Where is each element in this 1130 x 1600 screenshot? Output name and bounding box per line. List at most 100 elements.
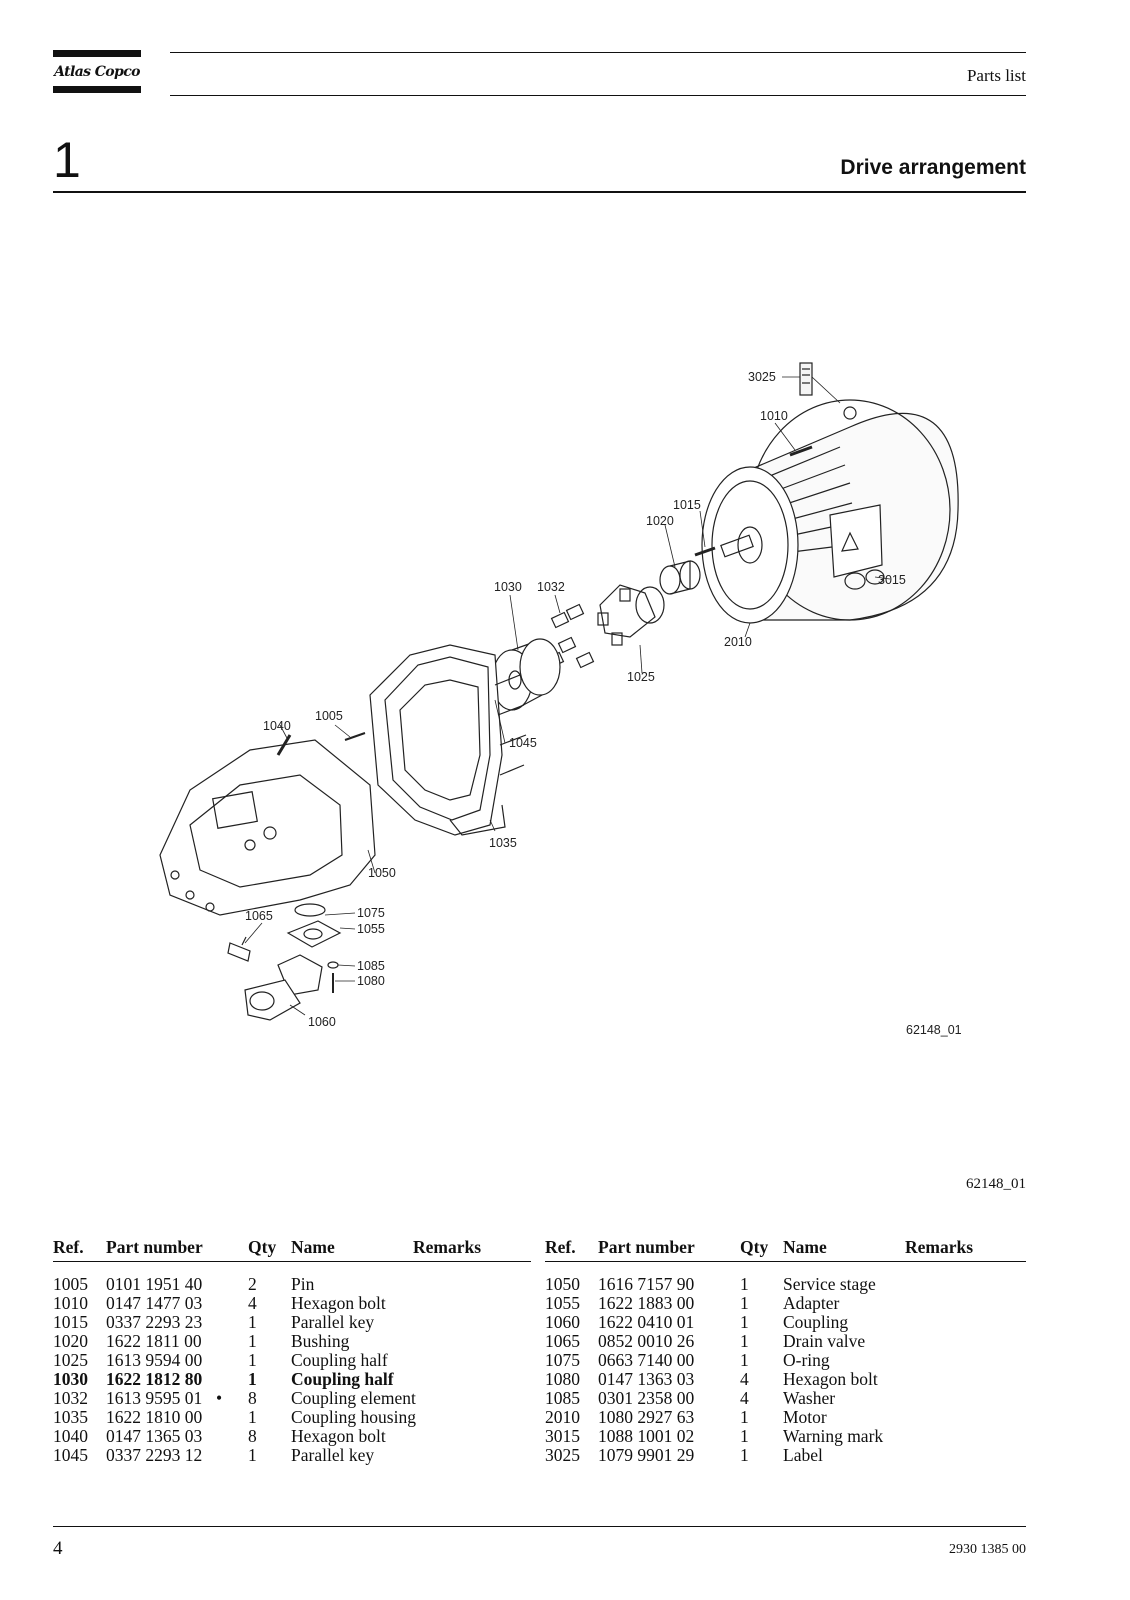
row-qty: 1 [740,1445,749,1465]
callout-1030: 1030 [494,580,522,594]
callout-1040: 1040 [263,719,291,733]
row-qty: 1 [248,1445,257,1465]
row-name: Parallel key [291,1312,375,1332]
row-part-number: 0147 1477 03 [106,1293,203,1313]
row-name: O-ring [783,1350,830,1370]
callout-1080: 1080 [357,974,385,988]
row-ref: 2010 [545,1407,580,1427]
header-rule-top [170,52,1026,53]
row-ref: 1005 [53,1274,88,1294]
row-part-number: 0663 7140 00 [598,1350,695,1370]
callout-1010: 1010 [760,409,788,423]
row-qty: 1 [248,1407,257,1427]
row-part-number: 1622 0410 01 [598,1312,695,1332]
row-qty: 4 [740,1369,749,1389]
callout-1055: 1055 [357,922,385,936]
row-name: Bushing [291,1331,350,1351]
row-qty: 1 [740,1293,749,1313]
row-name: Motor [783,1407,827,1427]
callout-1020: 1020 [646,514,674,528]
row-name: Coupling [783,1312,849,1332]
row-part-number: 1080 2927 63 [598,1407,695,1427]
row-ref: 1060 [545,1312,580,1332]
row-qty: 1 [740,1350,749,1370]
row-name: Pin [291,1274,315,1294]
row-part-number: 0101 1951 40 [106,1274,203,1294]
callout-1032: 1032 [537,580,565,594]
callout-2010: 2010 [724,635,752,649]
figure-code-caption: 62148_01 [966,1176,1026,1192]
header-qty: Qty [740,1237,769,1257]
exploded-drawing: 3025 1010 1015 1020 1030 1032 3015 2010 … [159,362,962,1037]
header-rule-left [53,1261,531,1262]
row-ref: 1085 [545,1388,580,1408]
header-ref: Ref. [53,1237,84,1257]
row-name: Hexagon bolt [783,1369,878,1389]
header-ref: Ref. [545,1237,576,1257]
row-name: Adapter [783,1293,840,1313]
row-part-number: 1616 7157 90 [598,1274,695,1294]
callout-1060: 1060 [308,1015,336,1029]
row-part-number: 1088 1001 02 [598,1426,695,1446]
row-name: Parallel key [291,1445,375,1465]
row-ref: 1015 [53,1312,88,1332]
row-name: Service stage [783,1274,876,1294]
row-name: Label [783,1445,823,1465]
row-ref: 1025 [53,1350,88,1370]
row-ref: 1030 [53,1369,88,1389]
bushing-part-1020 [659,560,701,595]
label-part-3025 [799,362,813,396]
row-name: Hexagon bolt [291,1426,386,1446]
row-qty: 1 [248,1331,257,1351]
callout-1075: 1075 [357,906,385,920]
row-ref: 1075 [545,1350,580,1370]
row-part-number: 1622 1811 00 [106,1331,202,1351]
row-qty: 8 [248,1388,257,1408]
row-part-number: 0147 1363 03 [598,1369,695,1389]
callout-1005: 1005 [315,709,343,723]
row-qty: 1 [248,1312,257,1332]
table-row: 1015 0337 2293 23 1 Parallel key [53,1313,533,1332]
row-part-number: 1622 1812 80 [106,1369,203,1389]
page-number: 4 [53,1538,63,1559]
callout-3015: 3015 [878,573,906,587]
header-rule-bottom [170,95,1026,96]
row-mark: • [216,1388,223,1408]
atlas-copco-logo: Atlas Copco [53,50,141,94]
callout-1065: 1065 [245,909,273,923]
row-ref: 1040 [53,1426,88,1446]
document-number: 2930 1385 00 [949,1542,1026,1557]
row-qty: 1 [740,1331,749,1351]
chapter-title: Drive arrangement [840,156,1026,179]
table-row: 1060 1622 0410 01 1 Coupling [545,1313,1025,1332]
coupling-half-part-1025 [597,584,665,646]
coupling-housing-part-1035 [369,644,527,836]
row-ref: 1010 [53,1293,88,1313]
header-remarks: Remarks [413,1237,482,1257]
row-part-number: 1622 1810 00 [106,1407,203,1427]
row-qty: 1 [740,1312,749,1332]
row-qty: 1 [740,1407,749,1427]
row-ref: 1020 [53,1331,88,1351]
table-row: 2010 1080 2927 63 1 Motor [545,1408,1025,1427]
callout-1045: 1045 [509,736,537,750]
callout-3025: 3025 [748,370,776,384]
row-part-number: 0852 0010 26 [598,1331,695,1351]
row-name: Coupling element [291,1388,416,1408]
table-row: 1075 0663 7140 00 1 O-ring [545,1351,1025,1370]
logo-bar-top [53,50,141,57]
row-ref: 1032 [53,1388,88,1408]
chapter-rule [53,191,1026,193]
row-name: Coupling half [291,1350,388,1370]
row-ref: 3015 [545,1426,580,1446]
service-stage-part-1050 [159,732,376,916]
row-part-number: 0337 2293 23 [106,1312,203,1332]
